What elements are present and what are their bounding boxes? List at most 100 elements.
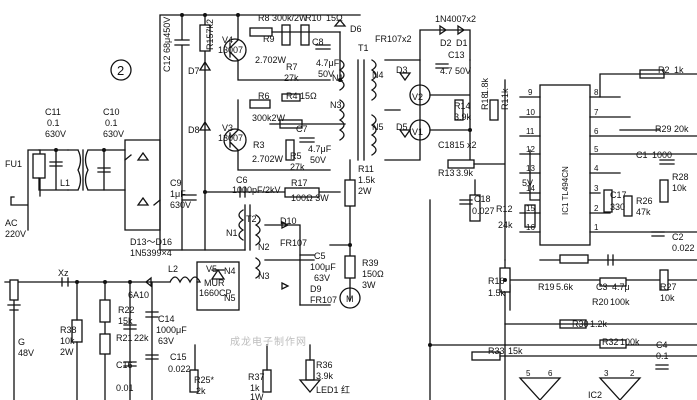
label-r22: R22 <box>118 305 135 315</box>
label-d13-16-part: 1N5399×4 <box>130 248 172 258</box>
label-r4: R4 15Ω <box>286 91 317 101</box>
label-ac: AC <box>5 218 18 228</box>
label-r13: R13 <box>438 168 455 178</box>
label-d10: D10 <box>280 216 297 226</box>
label-r20-value: 100k <box>610 297 630 307</box>
label-n5-b: N5 <box>224 293 236 303</box>
label-r11: R11 <box>358 164 374 174</box>
label-r9: R9 <box>263 34 275 44</box>
diagram-number-circle <box>110 59 132 81</box>
label-c3-value: 4.7μ <box>612 282 630 292</box>
label-v5-part1: MUR <box>204 278 225 288</box>
label-r33: R33 <box>488 346 505 356</box>
label-r29-value: 20k <box>674 124 689 134</box>
label-r3-value: 2.702W <box>252 154 284 164</box>
label-d7: D7 <box>188 66 200 76</box>
label-r33-value: 15k <box>508 346 523 356</box>
label-c7-voltage: 50V <box>310 155 326 165</box>
label-c1-value: 1000 <box>652 150 672 160</box>
label-fr107-b: FR107 <box>310 295 337 305</box>
label-r6: R6 <box>258 91 270 101</box>
label-r12-value: 24k <box>498 220 513 230</box>
label-c13-value: 4.7 50V <box>440 66 471 76</box>
label-r36: R36 <box>316 360 333 370</box>
label-r20: R20 <box>592 297 609 307</box>
label-c8-voltage: 50V <box>318 69 334 79</box>
label-c11: C11 <box>45 107 61 117</box>
ic1-pin-14: 14 <box>526 184 535 193</box>
label-1n4007: 1N4007x2 <box>435 14 476 24</box>
label-c9: C9 <box>170 178 182 188</box>
label-c17-value: 330 <box>610 202 625 212</box>
label-r26: R26 <box>636 196 653 206</box>
label-r8: R8 300k/2W <box>258 13 308 23</box>
ic2-pin-3: 3 <box>604 369 609 378</box>
label-r157: R157k2 <box>205 19 215 50</box>
ic1-pin-13: 13 <box>526 164 535 173</box>
label-c12: C12 68μ450V <box>162 17 172 72</box>
label-r12: R12 <box>496 204 513 214</box>
label-5v: 5V <box>522 178 533 188</box>
label-c4: C4 <box>656 340 668 350</box>
label-xz: Xz <box>58 268 69 278</box>
label-r38-value: 10k <box>60 336 75 346</box>
label-r32-value: 100k <box>620 337 640 347</box>
label-r21: R21 <box>116 333 133 343</box>
label-r38: R38 <box>60 325 77 335</box>
label-n3-a: N3 <box>330 100 342 110</box>
label-c2-value: 0.022 <box>672 243 695 253</box>
label-n4-b: N4 <box>224 266 236 276</box>
label-r2-value: 1k <box>674 65 684 75</box>
label-r1-value: 1k <box>500 88 510 98</box>
label-c6: C6 <box>236 175 248 185</box>
label-fr107-a: FR107 <box>280 238 307 248</box>
label-r28: R28 <box>672 172 689 182</box>
label-r21-value: 22k <box>134 333 149 343</box>
label-c15: C15 <box>170 352 187 362</box>
label-c14-voltage: 63V <box>158 336 174 346</box>
label-fr107x2: FR107x2 <box>375 34 412 44</box>
label-r36-value: 3.9k <box>316 371 334 381</box>
label-6a10: 6A10 <box>128 290 149 300</box>
label-c10: C10 <box>103 107 120 117</box>
label-r27-value: 10k <box>660 293 675 303</box>
ic1-pin-15: 15 <box>526 204 535 213</box>
label-v5: V5 <box>206 264 217 274</box>
label-v3-part: 13007 <box>218 133 243 143</box>
label-c14: C14 <box>158 314 175 324</box>
label-r22-value: 15k <box>118 316 133 326</box>
label-d8: D8 <box>188 125 200 135</box>
label-motor: M <box>346 294 354 304</box>
label-r25-value: 2k <box>196 386 206 396</box>
label-r11-power: 2W <box>358 186 372 196</box>
label-r25: R25* <box>194 375 215 385</box>
label-r39: R39 <box>362 258 379 268</box>
label-r16-value: 1.5k <box>488 288 506 298</box>
watermark: 成龙电子制作网 <box>230 335 307 348</box>
label-c11-value: 0.1 <box>47 118 60 128</box>
label-r2: R2 <box>658 65 670 75</box>
label-c10-voltage: 630V <box>103 129 124 139</box>
label-r17: R17 <box>291 178 308 188</box>
label-c4-value: 0.1 <box>656 351 669 361</box>
label-c14-value: 1000μF <box>156 325 187 335</box>
label-r13-value: 3.9k <box>456 168 474 178</box>
label-c16: C16 <box>116 360 133 370</box>
ic1-pin-9: 9 <box>528 88 533 97</box>
label-r18: R18 <box>480 93 490 110</box>
label-r18-value: 1.8k <box>480 77 490 95</box>
label-ic1: IC1 TL494CN <box>561 166 570 215</box>
label-r39-power: 3W <box>362 280 376 290</box>
ic1-pin-16: 16 <box>526 223 535 232</box>
label-r32: R32 <box>602 337 619 347</box>
ic2-pin-6: 6 <box>548 369 553 378</box>
label-n1-a: N1 <box>332 73 344 83</box>
ic1-chip <box>539 84 591 246</box>
label-r26-value: 47k <box>636 207 651 217</box>
label-c17: C17 <box>610 190 627 200</box>
label-c1815: C1815 x2 <box>438 140 477 150</box>
label-g: G <box>18 337 25 347</box>
label-c5-value: 100μF <box>310 262 336 272</box>
label-r5: R5 <box>290 151 302 161</box>
